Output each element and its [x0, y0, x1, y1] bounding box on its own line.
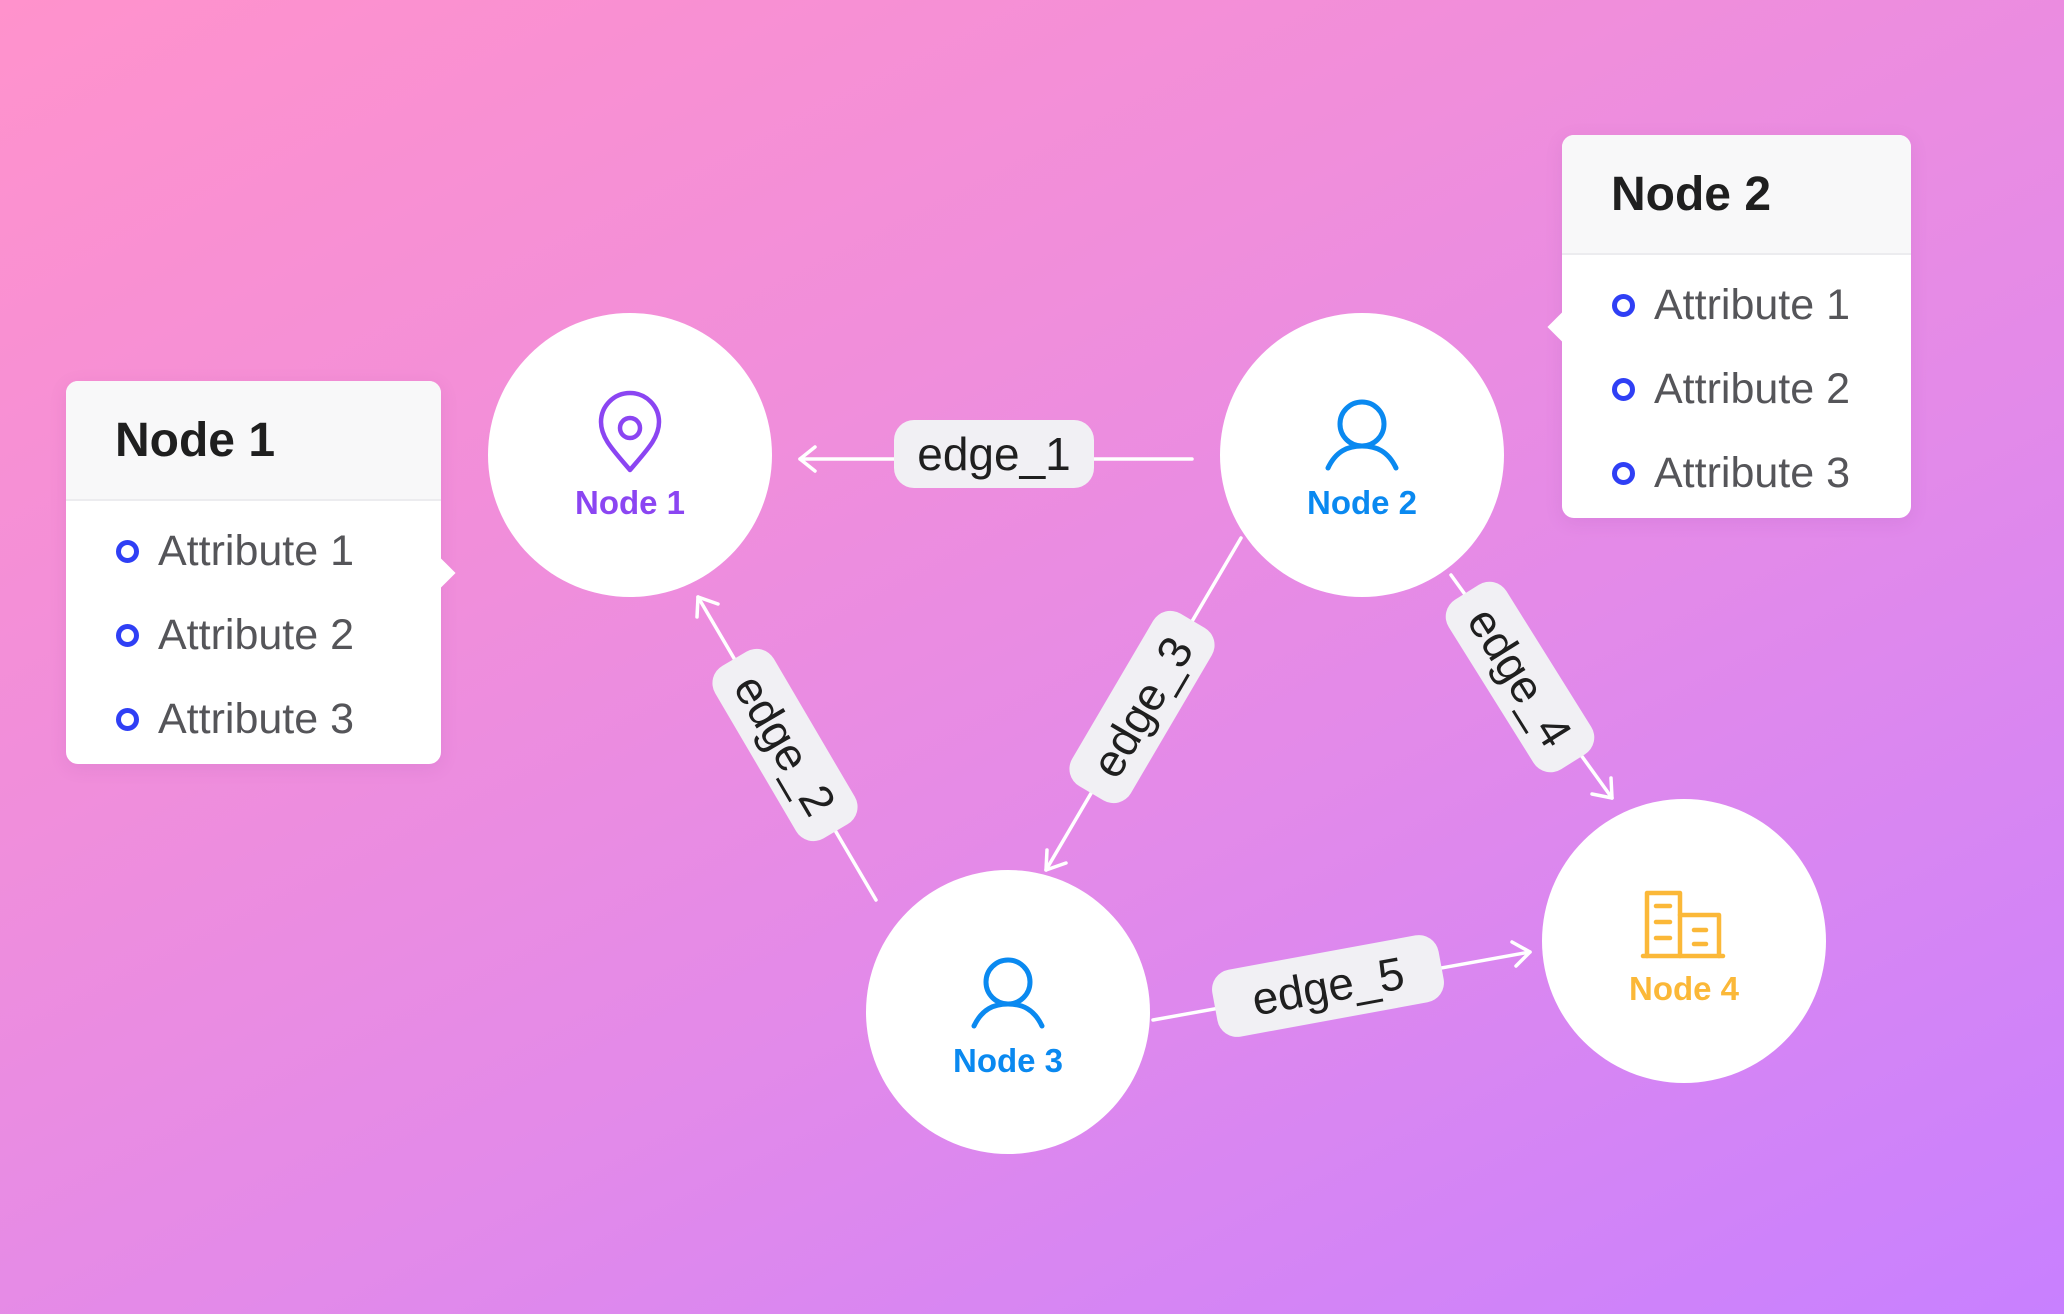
- list-item[interactable]: Attribute 1: [1562, 263, 1911, 347]
- edge-3[interactable]: edge_3: [1044, 536, 1243, 872]
- user-icon: [1325, 399, 1399, 471]
- list-item[interactable]: Attribute 3: [1562, 431, 1911, 515]
- edge-2[interactable]: edge_2: [695, 595, 878, 902]
- node-3[interactable]: Node 3: [866, 870, 1150, 1154]
- bullet-icon: [116, 623, 139, 647]
- attribute-label: Attribute 2: [1654, 364, 1850, 413]
- edge-4-arrowhead: [1590, 776, 1614, 800]
- list-item[interactable]: Attribute 1: [66, 509, 441, 593]
- edge-4-label-background: [1445, 581, 1595, 773]
- node-1-details-card: Node 1 Attribute 1 Attribute 2 Attribute…: [66, 381, 456, 764]
- edge-2-label-background: [712, 648, 858, 842]
- edge-1-label: edge_1: [917, 428, 1071, 480]
- node-4[interactable]: Node 4: [1542, 799, 1826, 1083]
- building-icon: [1640, 890, 1726, 959]
- attribute-label: Attribute 1: [158, 526, 354, 575]
- node-2-attribute-list: Attribute 1 Attribute 2 Attribute 3: [1562, 255, 1911, 515]
- edge-3-arrowhead: [1044, 848, 1068, 872]
- bullet-icon: [1612, 377, 1635, 401]
- attribute-label: Attribute 2: [158, 610, 354, 659]
- edge-3-label-background: [1069, 610, 1215, 804]
- bullet-icon: [116, 539, 139, 563]
- node-2-label: Node 2: [1307, 484, 1417, 521]
- edge-5-arrowhead: [1510, 940, 1532, 968]
- edge-2-arrowhead: [695, 595, 720, 619]
- node-3-label: Node 3: [953, 1042, 1063, 1079]
- user-icon: [971, 957, 1045, 1029]
- node-2-card-title: Node 2: [1562, 135, 1911, 255]
- edge-1[interactable]: edge_1: [798, 420, 1194, 488]
- node-4-label: Node 4: [1629, 970, 1740, 1007]
- node-3-circle: [866, 870, 1150, 1154]
- node-1-card-title: Node 1: [66, 381, 441, 501]
- bullet-icon: [1612, 293, 1635, 317]
- node-4-circle: [1542, 799, 1826, 1083]
- edge-5-label-background: [1212, 935, 1444, 1037]
- edge-5[interactable]: edge_5: [1151, 932, 1532, 1040]
- attribute-label: Attribute 3: [1654, 448, 1850, 497]
- list-item[interactable]: Attribute 2: [1562, 347, 1911, 431]
- list-item[interactable]: Attribute 2: [66, 593, 441, 677]
- node-2-circle: [1220, 313, 1504, 597]
- bullet-icon: [116, 707, 139, 731]
- edge-1-arrowhead: [798, 445, 817, 473]
- attribute-label: Attribute 1: [1654, 280, 1850, 329]
- list-item[interactable]: Attribute 3: [66, 677, 441, 761]
- node-1-attribute-list: Attribute 1 Attribute 2 Attribute 3: [66, 501, 441, 761]
- node-1-circle: [488, 313, 772, 597]
- edge-4[interactable]: edge_4: [1438, 573, 1614, 800]
- node-2-details-card: Node 2 Attribute 1 Attribute 2 Attribute…: [1547, 135, 1911, 518]
- map-pin-icon: [598, 390, 662, 473]
- bullet-icon: [1612, 461, 1635, 485]
- attribute-label: Attribute 3: [158, 694, 354, 743]
- node-2[interactable]: Node 2: [1220, 313, 1504, 597]
- node-1-label: Node 1: [575, 484, 685, 521]
- node-1[interactable]: Node 1: [488, 313, 772, 597]
- edge-1-label-background: [894, 420, 1094, 488]
